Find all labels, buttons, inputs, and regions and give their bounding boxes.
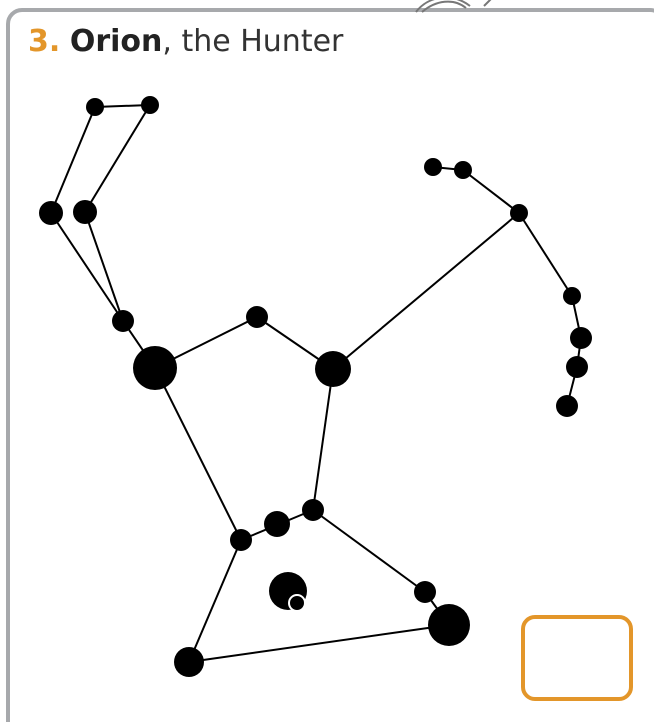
star-bow-link xyxy=(510,204,528,222)
star-rigel xyxy=(428,604,470,646)
star-club-top-right xyxy=(141,96,159,114)
star-club-right xyxy=(73,200,97,224)
star-bellatrix xyxy=(315,351,351,387)
star-belt-alnitak xyxy=(230,529,252,551)
star-bow-2 xyxy=(570,327,592,349)
line-arm-5 xyxy=(85,212,123,321)
star-club-left xyxy=(39,201,63,225)
title-number: 3. xyxy=(28,24,60,59)
line-bow-top-1 xyxy=(463,170,519,213)
star-betelgeuse xyxy=(133,346,177,390)
line-leg-left xyxy=(189,540,241,662)
line-arm-4 xyxy=(51,213,123,321)
star-shoulder-arm xyxy=(112,310,134,332)
star-belt-alnilam xyxy=(264,511,290,537)
line-arm-2 xyxy=(51,107,95,213)
line-bow-link xyxy=(333,213,519,369)
star-club-top-left xyxy=(86,98,104,116)
constellation-lines xyxy=(51,105,581,662)
star-meissa xyxy=(246,306,268,328)
stars xyxy=(39,96,592,677)
star-bow-top-right xyxy=(454,161,472,179)
star-bow-4 xyxy=(556,395,578,417)
line-leg-right-1 xyxy=(313,510,425,592)
title-name: Orion xyxy=(70,24,163,59)
page-title: 3. Orion, the Hunter xyxy=(28,22,343,62)
line-body-left xyxy=(155,368,241,540)
star-bow-3 xyxy=(566,356,588,378)
line-bow-1 xyxy=(519,213,572,296)
line-arm-3 xyxy=(85,105,150,212)
star-saiph xyxy=(174,647,204,677)
top-decoration-icon xyxy=(408,0,528,16)
line-feet xyxy=(189,625,449,662)
star-saiph-upper xyxy=(414,581,436,603)
answer-box[interactable] xyxy=(521,615,633,701)
line-body-right xyxy=(313,369,333,510)
star-bow-1 xyxy=(563,287,581,305)
title-rest: , the Hunter xyxy=(162,24,343,59)
star-belt-mintaka xyxy=(302,499,324,521)
star-bow-top-left xyxy=(424,158,442,176)
nebula-highlight xyxy=(289,595,305,611)
